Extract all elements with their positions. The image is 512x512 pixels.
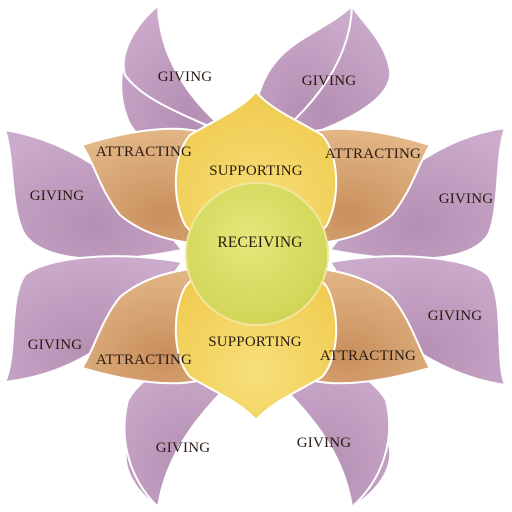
label-giving-top-right: GIVING	[302, 73, 357, 89]
label-giving-upper-right: GIVING	[439, 191, 494, 207]
label-supporting-bottom: SUPPORTING	[208, 334, 302, 350]
label-receiving: RECEIVING	[217, 234, 302, 251]
outer-petal-top-left-b	[122, 4, 255, 151]
label-giving-lower-right: GIVING	[428, 308, 483, 324]
center-circle	[185, 182, 329, 326]
label-giving-lower-left: GIVING	[28, 337, 83, 353]
label-attracting-lower-right: ATTRACTING	[320, 348, 416, 364]
label-attracting-upper-right: ATTRACTING	[325, 146, 421, 162]
labels: GIVING GIVING GIVING GIVING GIVING GIVIN…	[28, 69, 494, 456]
label-giving-top-left: GIVING	[158, 69, 213, 85]
label-giving-bottom-right: GIVING	[297, 435, 352, 451]
label-supporting-top: SUPPORTING	[209, 163, 303, 179]
label-giving-upper-left: GIVING	[30, 188, 85, 204]
outer-petal-top-right-b	[257, 2, 392, 151]
label-attracting-lower-left: ATTRACTING	[96, 352, 192, 368]
label-attracting-upper-left: ATTRACTING	[96, 144, 192, 160]
label-giving-bottom-left: GIVING	[156, 440, 211, 456]
